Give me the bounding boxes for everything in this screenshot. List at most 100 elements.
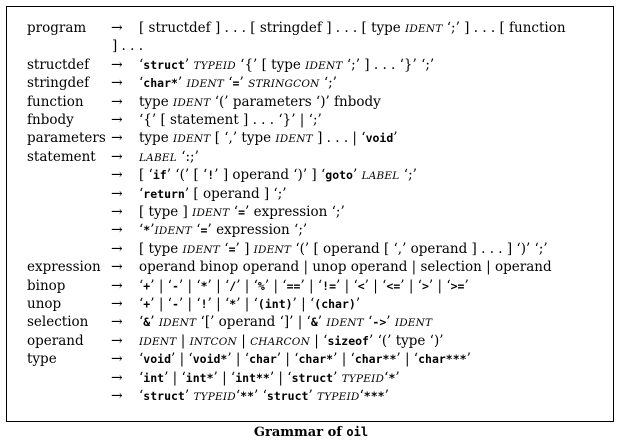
token-class: TYPEID — [193, 391, 236, 403]
production-text: ’ | ‘ — [264, 277, 287, 294]
rule-arrow: → — [111, 204, 123, 220]
rule-production: type IDENT ‘(’ parameters ‘)’ fnbody — [139, 93, 381, 112]
token-class: IDENT — [275, 133, 313, 146]
production-text: ‘ — [229, 204, 239, 220]
production-text: ‘;’ — [319, 75, 337, 92]
grammar-rule-row: →‘return’ [ operand ] ‘;’ — [7, 185, 613, 203]
production-text: ‘;’ — [399, 167, 417, 184]
terminal-token: -> — [372, 315, 387, 330]
rule-production: ‘*’IDENT ‘=’ expression ‘;’ — [139, 221, 307, 240]
terminal-token: void — [143, 352, 171, 367]
production-text: ’ | ‘ — [213, 369, 236, 386]
production-text: ‘ — [223, 75, 233, 92]
production-text: ’ | ‘ — [236, 296, 258, 312]
rule-nonterminal: stringdef — [27, 75, 90, 92]
production-text: ’ | ‘ — [150, 277, 172, 294]
rule-arrow: → — [111, 93, 123, 110]
terminal-token: char* — [143, 76, 178, 91]
production-text: ‘{’ [ statement ] . . . ‘}’ | ‘;’ — [139, 112, 322, 128]
terminal-token: char* — [298, 352, 334, 367]
rule-arrow: → — [111, 332, 123, 349]
rule-nonterminal: program — [27, 20, 87, 36]
production-text: ’ | ‘ — [269, 369, 292, 386]
production-text: ‘ — [139, 222, 144, 239]
terminal-token: ! — [207, 168, 215, 183]
rule-arrow: → — [111, 314, 123, 331]
rule-nonterminal: type — [27, 351, 57, 368]
production-text: ’ — [355, 296, 361, 312]
grammar-rule-row: type→‘void’ | ‘void*’ | ‘char’ | ‘char*’… — [7, 350, 613, 368]
rule-production: ] . . . — [112, 37, 143, 55]
rule-arrow: → — [111, 259, 123, 276]
rule-production: ‘void’ | ‘void*’ | ‘char’ | ‘char*’ | ‘c… — [139, 350, 471, 368]
rule-production: ‘int’ | ‘int*’ | ‘int**’ | ‘struct’ TYPE… — [139, 369, 400, 388]
grammar-rule-row: fnbody→‘{’ [ statement ] . . . ‘}’ | ‘;’ — [7, 111, 613, 129]
production-text: ’ | ‘ — [178, 296, 201, 312]
terminal-token: int** — [235, 370, 270, 385]
token-class: IDENT — [192, 207, 230, 219]
rule-arrow: → — [111, 369, 123, 386]
terminal-token: char*** — [418, 352, 467, 367]
production-text: ‘ — [139, 369, 144, 386]
production-text: ’ — [464, 277, 469, 294]
terminal-token: + — [143, 297, 151, 311]
production-text: ’ — [239, 75, 249, 92]
production-text: ] . . . — [112, 38, 144, 55]
terminal-token: / — [229, 278, 237, 293]
grammar-rule-row: structdef→‘struct’ TYPEID ‘{’ [ type IDE… — [7, 56, 613, 74]
production-text: ’ | ‘ — [178, 277, 201, 294]
production-text: ‘(’ parameters ‘)’ fnbody — [210, 93, 381, 110]
production-text: [ ‘ — [139, 167, 153, 184]
rule-arrow: → — [111, 296, 123, 312]
token-class: IDENT — [182, 243, 220, 256]
terminal-token: = — [232, 76, 240, 91]
terminal-token: == — [286, 278, 301, 293]
figure-caption: Grammar of oil — [0, 424, 622, 441]
grammar-rule-row: unop→‘+’ | ‘-’ | ‘!’ | ‘*’ | ‘(int)’ | ‘… — [7, 295, 613, 313]
production-text: ‘[’ operand ‘]’ | ‘ — [196, 314, 311, 331]
terminal-token: struct — [266, 389, 309, 403]
production-text: ’ | ‘ — [227, 351, 250, 368]
rule-nonterminal: structdef — [27, 56, 90, 73]
production-text: ’ | ‘ — [396, 351, 419, 368]
terminal-token: if — [152, 168, 167, 183]
terminal-token: - — [171, 278, 179, 293]
production-text: ’ — [184, 56, 194, 73]
token-class: IDENT — [186, 78, 224, 91]
rule-production: IDENT | INTCON | CHARCON | ‘sizeof’ ‘(’ … — [139, 332, 444, 351]
terminal-token: - — [171, 297, 179, 311]
production-text: ’ | ‘ — [276, 351, 299, 368]
rule-arrow: → — [111, 75, 123, 92]
production-text: ‘ — [139, 296, 144, 312]
production-text: ’ | ‘ — [292, 296, 315, 312]
production-text: ] . . . | ‘ — [312, 130, 366, 147]
terminal-token: int* — [185, 370, 214, 385]
terminal-token: * — [388, 370, 396, 385]
rule-nonterminal: statement — [27, 148, 96, 165]
grammar-rule-row: →‘*’IDENT ‘=’ expression ‘;’ — [7, 221, 613, 239]
production-text: | — [236, 332, 251, 349]
production-text: ‘;’ ] . . . ‘}’ ‘;’ — [342, 56, 435, 73]
production-text: ’ | ‘ — [400, 277, 422, 294]
production-text: ‘:;’ — [176, 148, 199, 165]
grammar-rule-row: →[ ‘if’ ‘(’ [ ‘!’ ] operand ‘)’ ] ‘goto’… — [7, 166, 613, 184]
rule-production: ‘char*’ IDENT ‘=’ STRINGCON ‘;’ — [139, 74, 337, 93]
production-text: ’ — [352, 167, 362, 184]
grammar-rule-row: function→type IDENT ‘(’ parameters ‘)’ f… — [7, 93, 613, 111]
token-class: IDENT — [326, 317, 364, 330]
terminal-token: * — [143, 223, 151, 238]
rule-arrow: → — [111, 20, 123, 36]
terminal-token: & — [310, 315, 318, 330]
production-text: ’ — [150, 314, 159, 331]
production-text: ’ | ‘ — [336, 277, 358, 294]
production-text: ’ expression ‘;’ — [207, 222, 308, 239]
production-text: ’ — [393, 130, 398, 147]
terminal-token: (int) — [257, 297, 293, 311]
production-text: ’ expression ‘;’ — [245, 204, 345, 220]
grammar-rule-row: →‘int’ | ‘int*’ | ‘int**’ | ‘struct’ TYP… — [7, 369, 613, 387]
grammar-rule-row: stringdef→‘char*’ IDENT ‘=’ STRINGCON ‘;… — [7, 74, 613, 92]
terminal-token: != — [322, 278, 337, 293]
rule-arrow: → — [111, 112, 123, 128]
token-class: IDENT — [394, 317, 433, 330]
rule-nonterminal: operand — [27, 332, 84, 349]
